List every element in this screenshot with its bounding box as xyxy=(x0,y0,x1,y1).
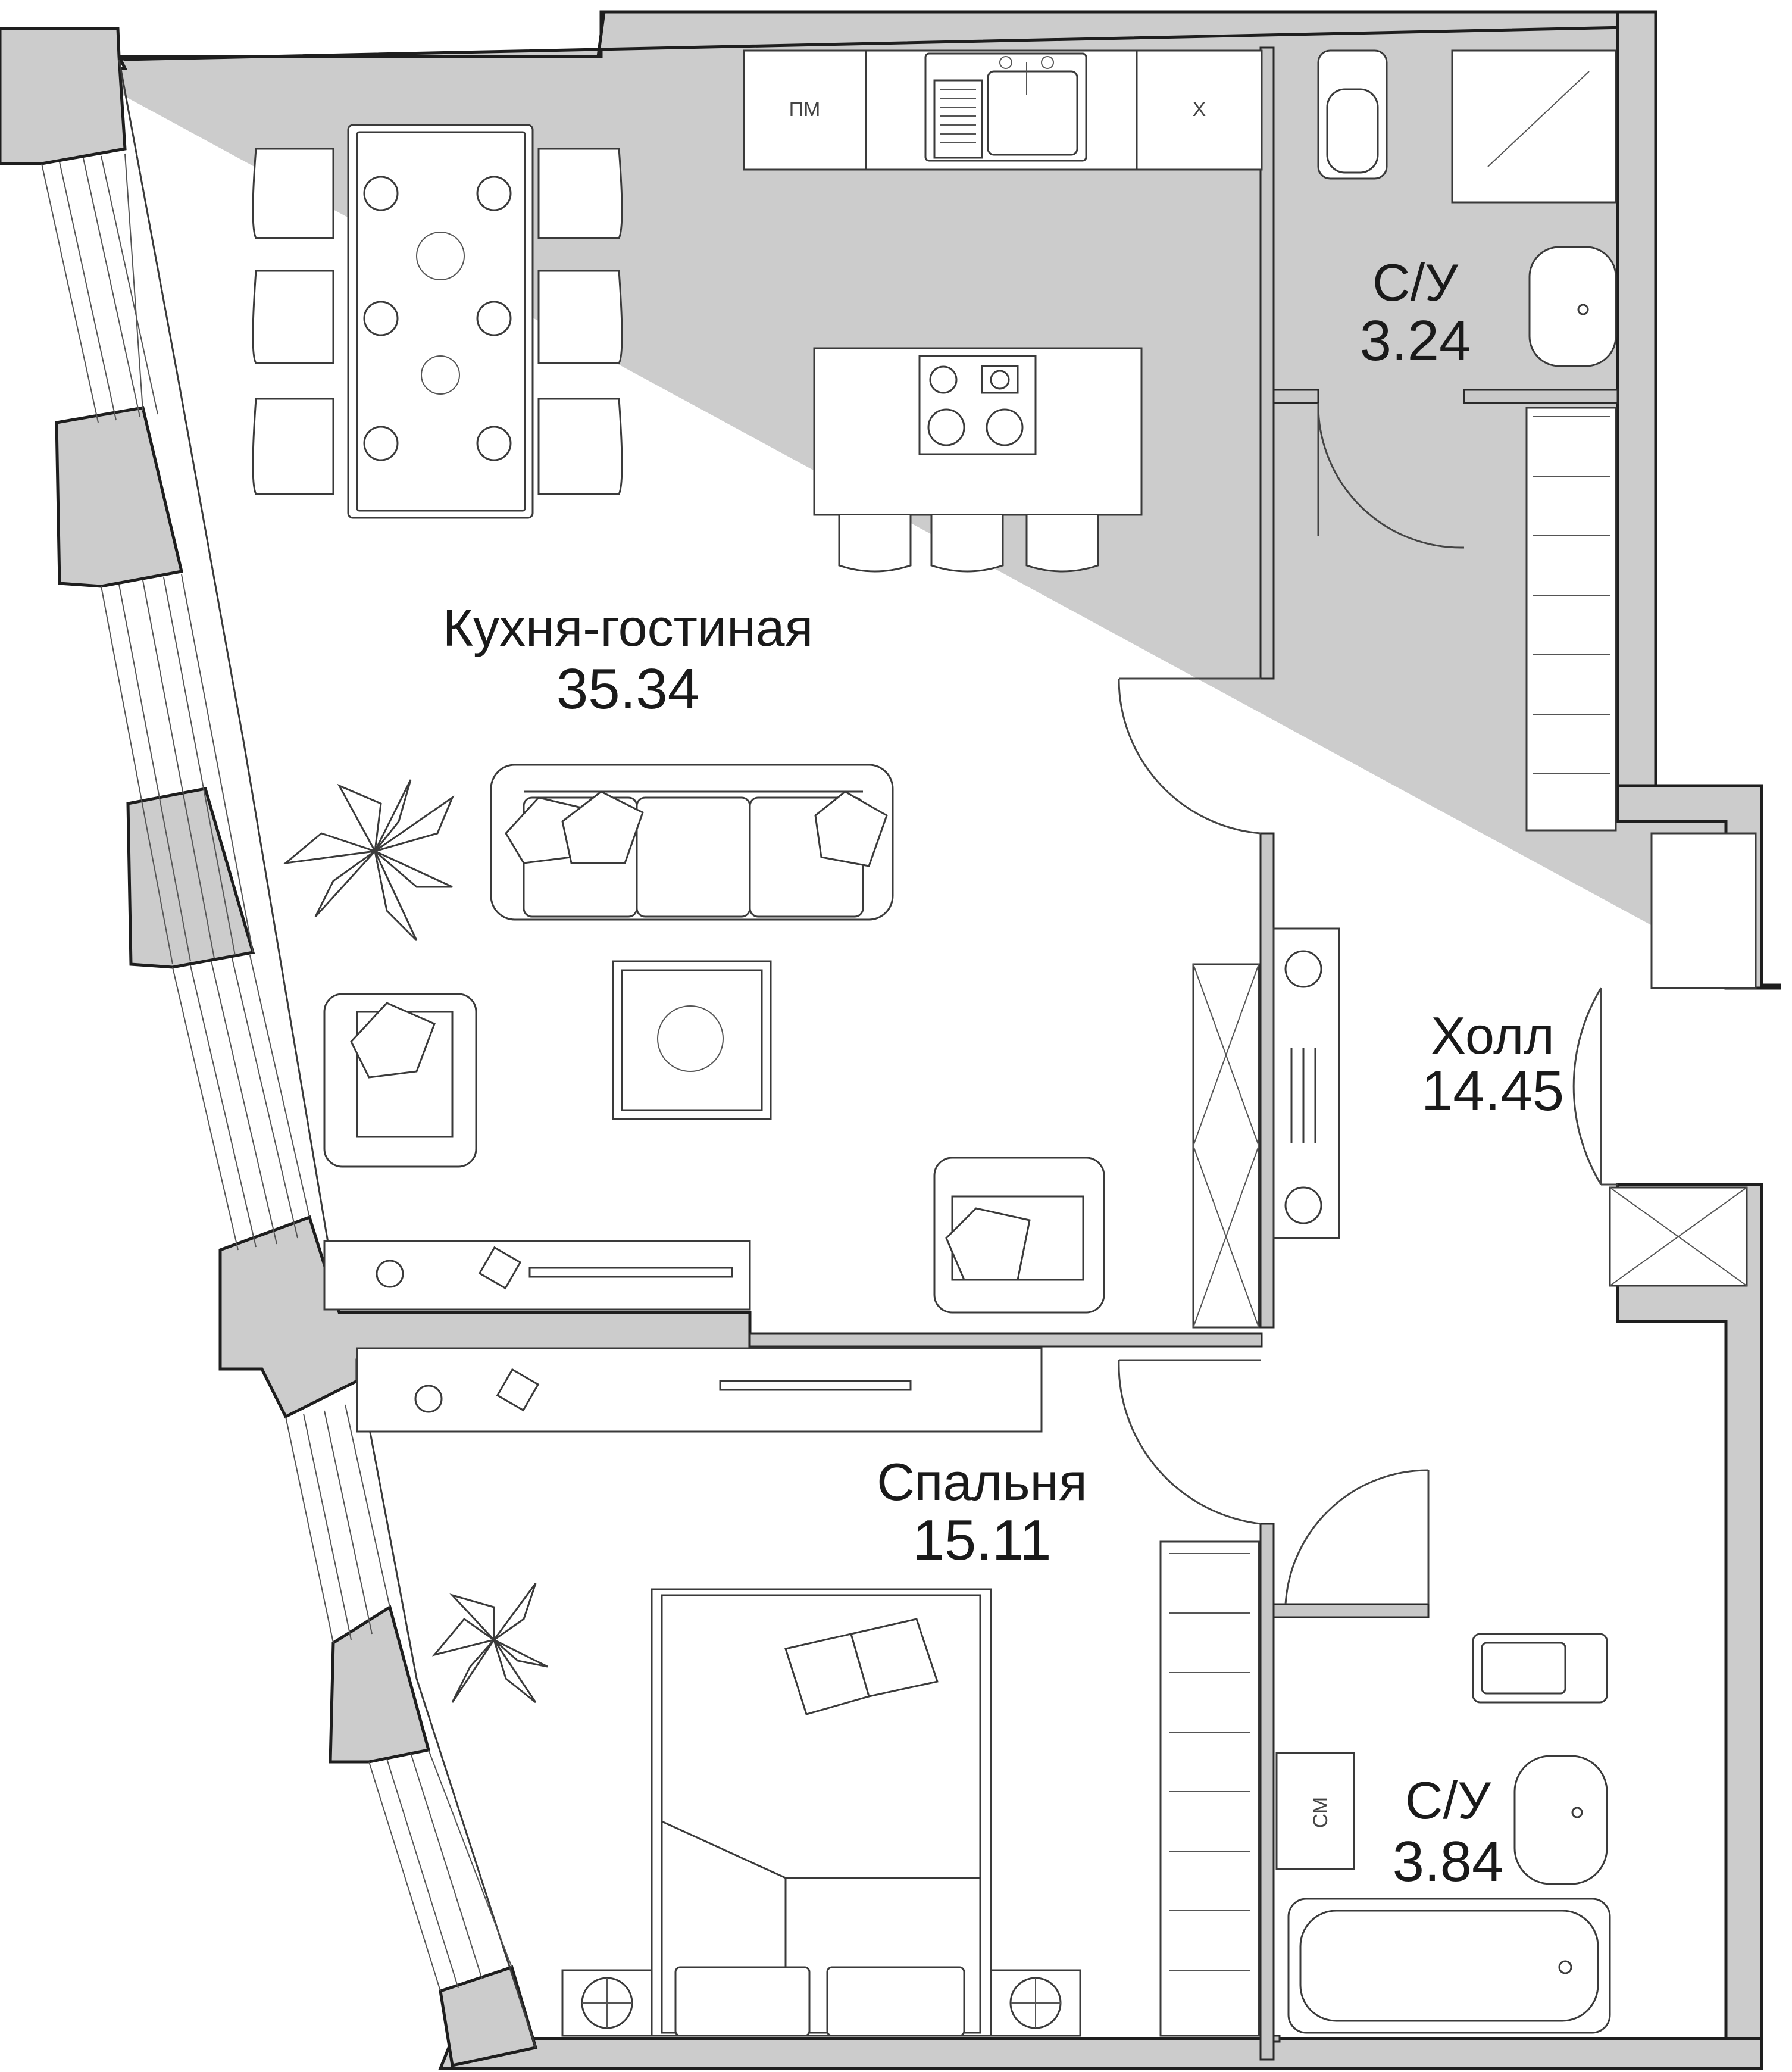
kitchen-living-area: 35.34 xyxy=(556,657,699,721)
plant-1 xyxy=(283,779,455,942)
bed xyxy=(561,1588,1081,2037)
doors xyxy=(1118,402,1618,1605)
armchair-2 xyxy=(933,1157,1105,1314)
bathroom-1-fixtures xyxy=(1317,49,1757,989)
bathroom-2-name: С/У xyxy=(1405,1771,1491,1830)
interior-walls xyxy=(749,46,1619,2061)
sofa xyxy=(490,764,894,921)
kitchen-island xyxy=(813,347,1143,573)
desk-1 xyxy=(323,1240,751,1311)
bedroom-name: Спальня xyxy=(877,1452,1087,1511)
hall-area: 14.45 xyxy=(1421,1059,1564,1123)
tv-cabinet xyxy=(1192,927,1340,1329)
bathroom-2-area: 3.84 xyxy=(1393,1830,1504,1893)
hall-name: Холл xyxy=(1431,1006,1554,1065)
wardrobe xyxy=(1159,1540,1260,2037)
bedroom-desk xyxy=(356,1347,1043,1433)
fridge-label: Х xyxy=(1193,98,1206,121)
coffee-table xyxy=(612,960,772,1120)
armchair-1 xyxy=(323,993,477,1168)
room-labels: Кухня-гостиная 35.34 С/У 3.24 Холл 14.45… xyxy=(443,253,1564,1893)
bathroom-2-fixtures xyxy=(1275,1633,1611,2034)
hall-shelf xyxy=(1609,1186,1748,1287)
kitchen-living-name: Кухня-гостиная xyxy=(443,598,814,657)
bathroom-1-area: 3.24 xyxy=(1360,309,1471,373)
bedroom-area: 15.11 xyxy=(912,1508,1051,1572)
kitchen-counter xyxy=(743,49,1263,171)
plant-2 xyxy=(431,1583,548,1704)
washer-label: СМ xyxy=(1309,1797,1332,1829)
windows xyxy=(41,153,512,1992)
dining-table xyxy=(252,124,623,519)
bathroom-1-name: С/У xyxy=(1372,253,1459,312)
dishwasher-label: ПМ xyxy=(789,98,821,121)
